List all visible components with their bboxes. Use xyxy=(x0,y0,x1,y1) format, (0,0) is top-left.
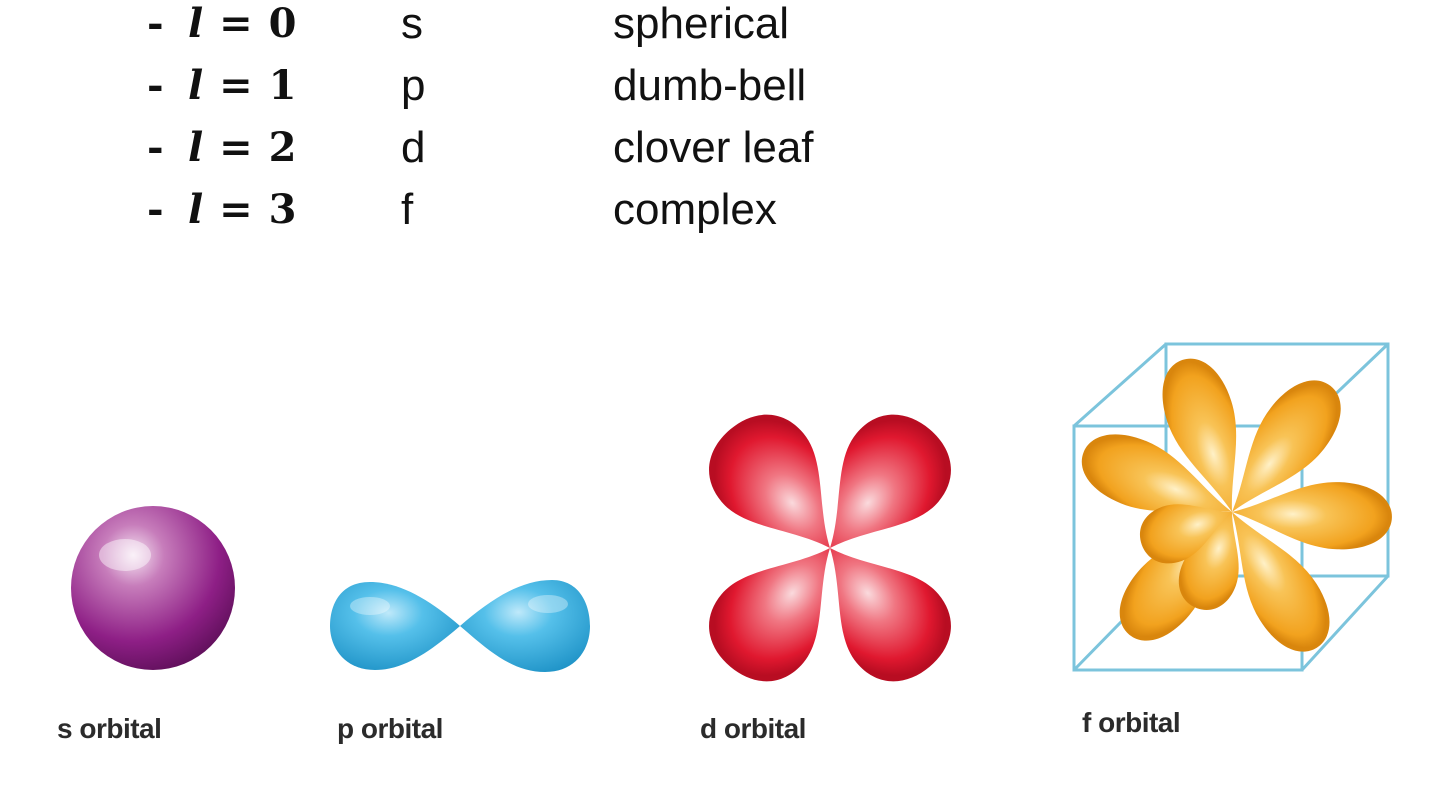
l-equals: = 0 xyxy=(219,0,298,47)
table-row-l2: - l = 2 d clover leaf xyxy=(0,124,1000,172)
orbital-symbol: d xyxy=(401,123,426,172)
l-symbol: l xyxy=(188,124,205,171)
orbital-symbol: s xyxy=(401,0,423,48)
f-orbital-caption: f orbital xyxy=(1082,707,1181,738)
d-orbital-clover xyxy=(689,394,971,702)
d-orbital-caption: d orbital xyxy=(700,713,806,744)
s-orbital-caption: s orbital xyxy=(57,713,162,744)
orbital-symbol: f xyxy=(401,185,414,234)
row-dash: - xyxy=(147,62,164,109)
l-equals: = 1 xyxy=(219,62,298,109)
l-symbol: l xyxy=(188,0,205,47)
orbital-shape: clover leaf xyxy=(613,123,814,172)
table-row-l1: - l = 1 p dumb-bell xyxy=(0,62,1000,110)
l-equals: = 2 xyxy=(219,124,298,171)
s-orbital-sphere xyxy=(71,506,235,670)
l-value: l = 1 xyxy=(188,62,297,110)
table-row-l3: - l = 3 f complex xyxy=(0,186,1000,234)
p-orbital-caption: p orbital xyxy=(337,713,443,744)
orbital-shape: complex xyxy=(613,185,777,234)
orbital-shape: dumb-bell xyxy=(613,61,807,110)
l-symbol: l xyxy=(188,62,205,109)
orbital-symbol: p xyxy=(401,61,426,110)
l-symbol: l xyxy=(188,186,205,233)
l-value: l = 2 xyxy=(188,124,297,172)
table-row-l0: - l = 0 s spherical xyxy=(0,0,1000,48)
row-dash: - xyxy=(147,186,164,233)
l-equals: = 3 xyxy=(219,186,298,233)
row-dash: - xyxy=(147,124,164,171)
f-orbital-complex xyxy=(1071,342,1394,672)
p-orbital-dumbbell xyxy=(330,580,590,672)
orbital-shape: spherical xyxy=(613,0,790,48)
row-dash: - xyxy=(147,0,164,47)
l-value: l = 3 xyxy=(188,186,297,234)
l-value: l = 0 xyxy=(188,0,297,48)
